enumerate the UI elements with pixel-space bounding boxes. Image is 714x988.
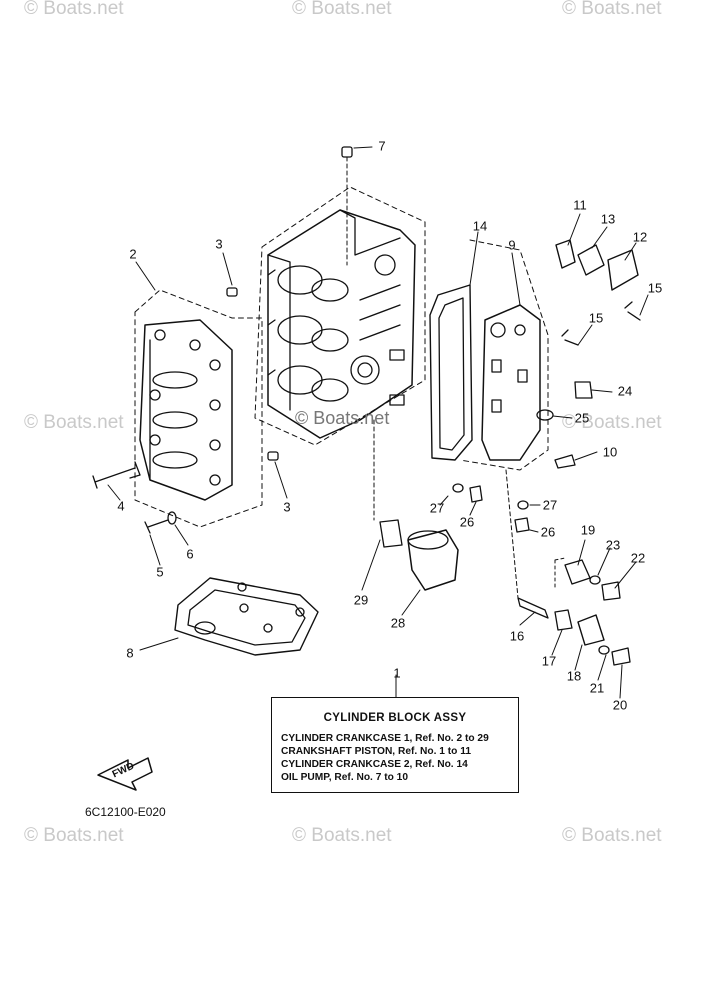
callout-29: 29 xyxy=(353,592,369,608)
callout-25: 25 xyxy=(574,410,590,426)
callout-13: 13 xyxy=(600,211,616,227)
watermark: © Boats.net xyxy=(24,412,124,433)
callout-15: 15 xyxy=(647,280,663,296)
callout-20: 20 xyxy=(612,697,628,713)
callout-18: 18 xyxy=(566,668,582,684)
watermark: © Boats.net xyxy=(562,825,662,846)
callout-4: 4 xyxy=(117,498,125,514)
callout-3: 3 xyxy=(215,236,223,252)
crankcase-half xyxy=(139,319,233,501)
callout-10: 10 xyxy=(602,444,618,460)
watermark: © Boats.net xyxy=(24,825,124,846)
callout-16: 16 xyxy=(509,628,525,644)
callout-24: 24 xyxy=(617,383,633,399)
watermark: © Boats.net xyxy=(562,412,662,433)
callout-15: 15 xyxy=(588,310,604,326)
callout-21: 21 xyxy=(589,680,605,696)
callout-27: 27 xyxy=(542,497,558,513)
callout-27: 27 xyxy=(429,500,445,516)
callout-6: 6 xyxy=(186,546,194,562)
diagram-code: 6C12100-E020 xyxy=(85,805,166,819)
callout-12: 12 xyxy=(632,229,648,245)
callout-9: 9 xyxy=(508,237,516,253)
callout-26: 26 xyxy=(459,514,475,530)
assembly-note-line: CYLINDER CRANKCASE 1, Ref. No. 2 to 29 xyxy=(281,733,489,744)
callout-2: 2 xyxy=(129,246,137,262)
callout-19: 19 xyxy=(580,522,596,538)
assembly-info-box: CYLINDER BLOCK ASSY CYLINDER CRANKCASE 1… xyxy=(271,697,519,793)
watermark: © Boats.net xyxy=(292,0,392,19)
callout-26: 26 xyxy=(540,524,556,540)
callout-14: 14 xyxy=(472,218,488,234)
callout-17: 17 xyxy=(541,653,557,669)
callout-5: 5 xyxy=(156,564,164,580)
callout-3: 3 xyxy=(283,499,291,515)
watermark: © Boats.net xyxy=(24,0,124,19)
center-watermark: © Boats.net xyxy=(295,408,390,428)
callout-22: 22 xyxy=(630,550,646,566)
watermark: © Boats.net xyxy=(292,825,392,846)
assembly-note-line: CRANKSHAFT PISTON, Ref. No. 1 to 11 xyxy=(281,746,471,757)
callout-7: 7 xyxy=(378,138,386,154)
callout-23: 23 xyxy=(605,537,621,553)
cylinder-block xyxy=(267,209,416,439)
watermark: © Boats.net xyxy=(562,0,662,19)
assembly-title: CYLINDER BLOCK ASSY xyxy=(323,712,467,724)
callout-11: 11 xyxy=(573,197,587,213)
callout-1: 1 xyxy=(393,665,401,681)
assembly-note-line: CYLINDER CRANKCASE 2, Ref. No. 14 xyxy=(281,759,468,770)
callout-28: 28 xyxy=(390,615,406,631)
callout-8: 8 xyxy=(126,645,134,661)
assembly-note-line: OIL PUMP, Ref. No. 7 to 10 xyxy=(281,772,408,783)
